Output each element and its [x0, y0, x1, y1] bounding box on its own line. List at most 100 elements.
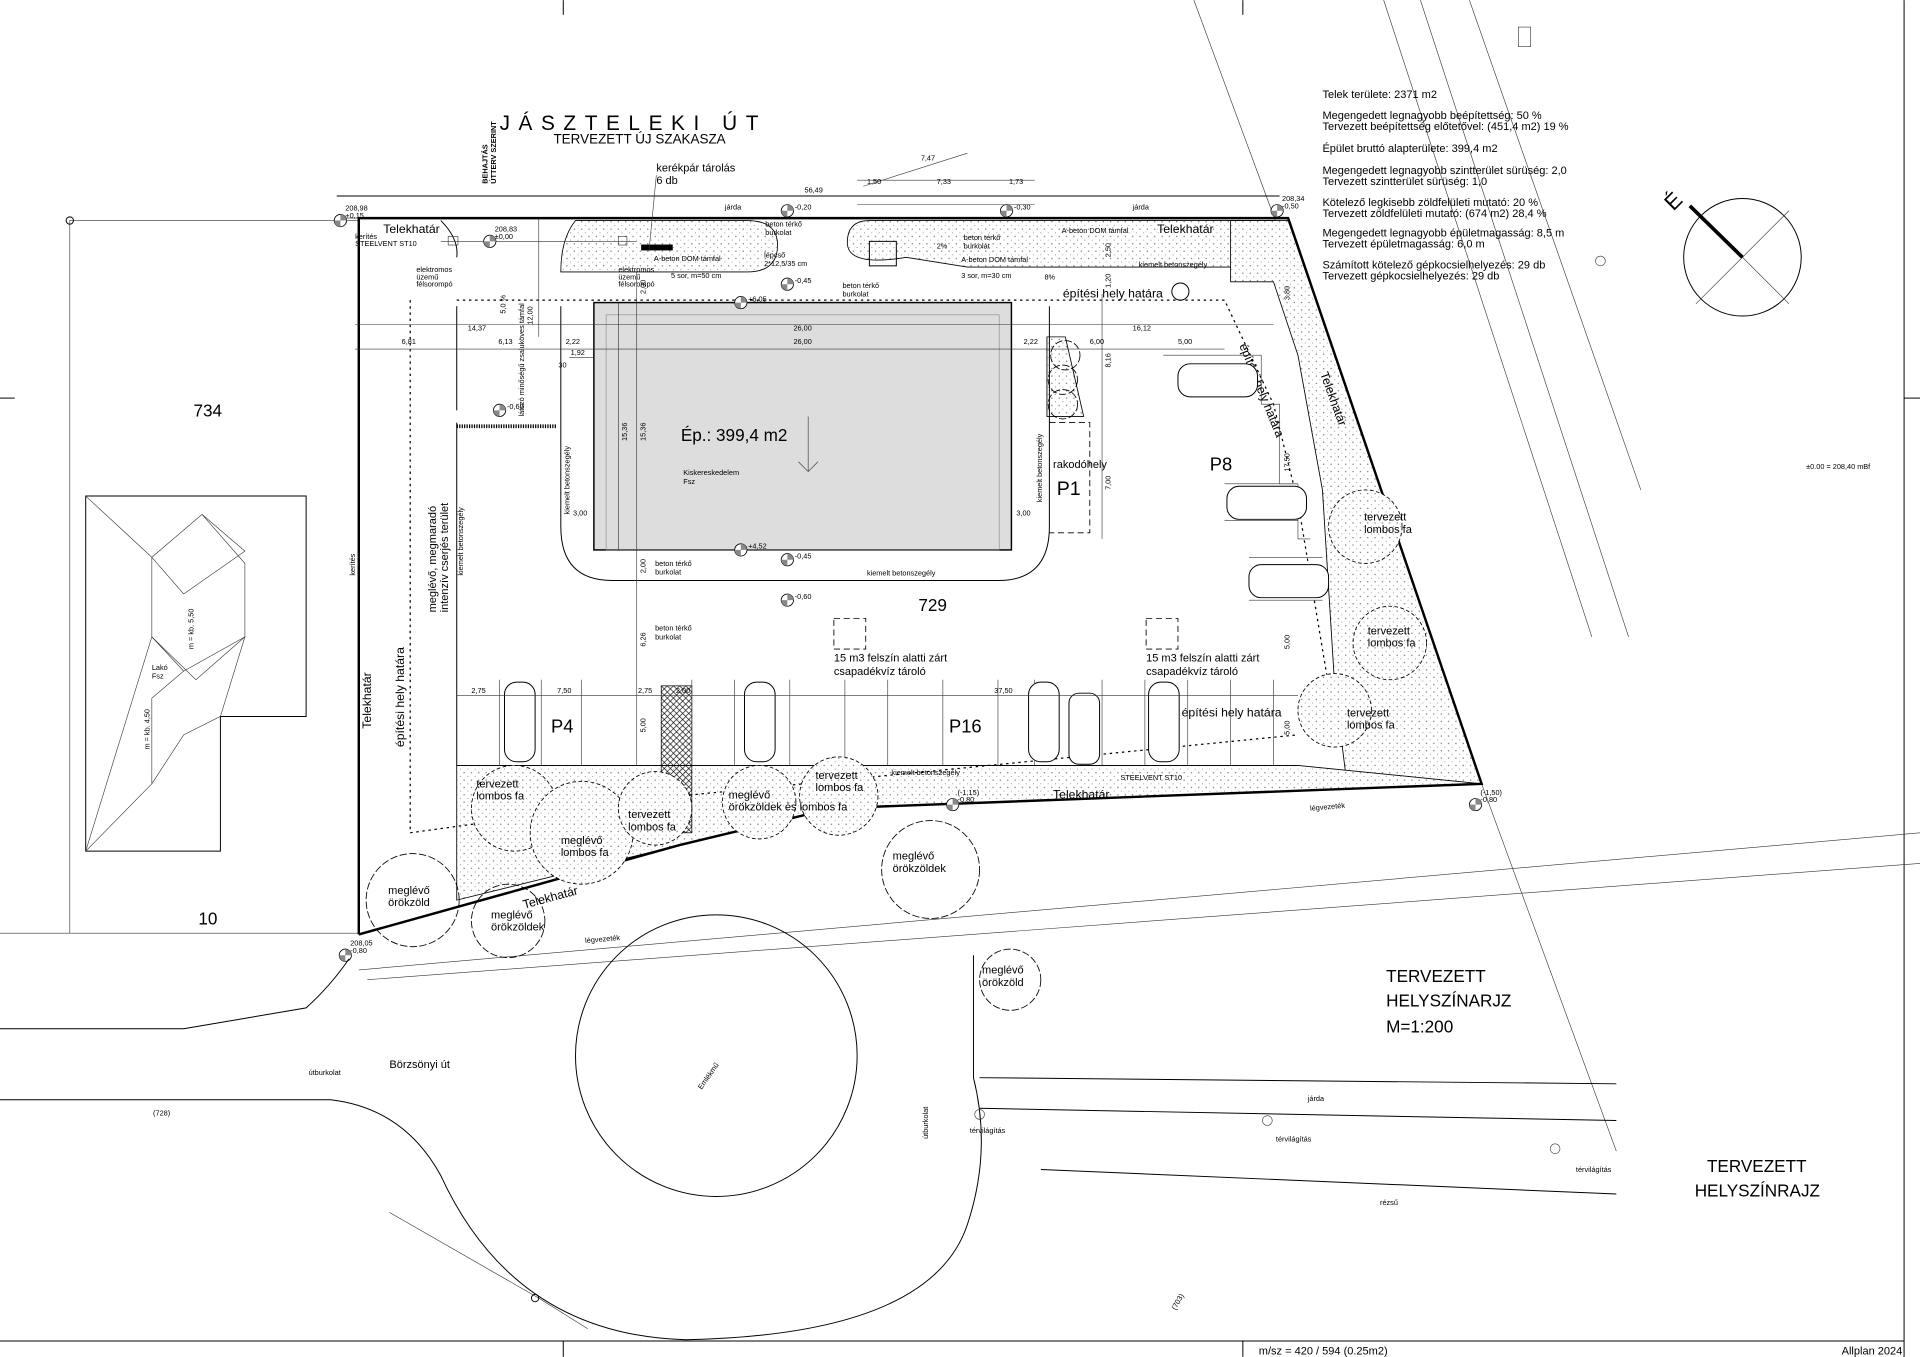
sidewalk-label: járda [1307, 1094, 1325, 1103]
dimension-value: 6,13 [498, 337, 512, 346]
tree-label: meglévő [893, 851, 935, 863]
stat-line: Számított kötelező gépkocsielhelyezés: 2… [1322, 259, 1545, 271]
raised-curb-label: kiemelt betonszegély [867, 569, 936, 578]
drawing-title-line: TERVEZETT [1386, 966, 1486, 986]
fence-type-label: STEELVENT ST10 [355, 239, 417, 248]
raised-curb-label: kiemelt betonszegély [456, 507, 465, 576]
road-surface-label: útburkolat [921, 1107, 930, 1139]
paving-label: burkolat [964, 242, 990, 251]
building-limit-label: építési hely határa [393, 647, 407, 747]
rainwater-tank-label: 15 m3 felszín alatti zárt [1146, 652, 1259, 664]
rainwater-tank [833, 618, 867, 650]
tree-label: örökzöldek [491, 922, 545, 934]
dimension-value: 16,12 [1133, 324, 1151, 333]
level-marker-fill [493, 404, 506, 417]
house-height-label: m = kb. 4,50 [142, 709, 151, 750]
dimension-value: 5,00 [638, 718, 647, 732]
dimension-value: 2,22 [566, 337, 580, 346]
barrier-label: üzemű [618, 272, 640, 281]
fence-label: kerítés [355, 232, 377, 241]
lot-number-southwest: 10 [198, 909, 217, 929]
dimension-value: 5,00 [1282, 721, 1291, 735]
car-icon [1028, 681, 1060, 763]
survey-point-icon [530, 1293, 540, 1303]
level-value: -0,20 [795, 203, 812, 212]
stat-line: Kötelező legkisebb zöldfelületi mutató: … [1322, 197, 1538, 209]
lot-number-main: 729 [918, 595, 947, 615]
sidewalk-label: járda [1132, 203, 1150, 212]
plot-boundary-label: Telekhatár [1053, 788, 1109, 802]
dimension-value: 1,50 [867, 177, 881, 186]
car-icon [1148, 681, 1180, 763]
tree-label: meglévő [388, 885, 430, 897]
retaining-wall-rows: 5 sor, m=50 cm [671, 271, 721, 280]
loading-bay: rakodóhely P1 [1049, 422, 1107, 534]
loading-bay-label: rakodóhely [1053, 459, 1107, 471]
tree-label: meglévő [561, 835, 603, 847]
tree-label: lombos fa [628, 821, 677, 833]
retaining-wall-label: A-beton DOM támfal [654, 254, 721, 263]
embankment-label: rézsű [1380, 1198, 1398, 1207]
car-icon [1248, 564, 1330, 599]
level-value: -0,45 [795, 276, 812, 285]
plot-boundary-label: Telekhatár [1157, 222, 1213, 236]
level-value: 208,34 [1282, 194, 1304, 203]
fence-type-label: STEELVENT ST10 [1120, 773, 1182, 782]
tree-label: örökzöldek és lombos fa [729, 802, 849, 814]
datum-note: ±0.00 = 208,40 mBf [1806, 462, 1871, 471]
tree-label: örökzöld [982, 977, 1024, 989]
tree-icon [881, 820, 981, 919]
barrier-label: félsorompó [416, 280, 452, 289]
dimension-value: 6,81 [402, 337, 416, 346]
tree-label: tervezett [1368, 625, 1410, 637]
road-surface-label: útburkolat [309, 1068, 341, 1077]
dimension-value: 2,00 [676, 686, 690, 695]
ramp-slope-label: 8% [1044, 272, 1055, 281]
dimension-value: 7,50 [557, 686, 571, 695]
level-value: +4,52 [748, 542, 767, 551]
lot-number-west: 734 [193, 400, 222, 420]
tree-label: tervezett [1364, 512, 1406, 524]
stat-line: Tervezett beépítettség előtetővel: (451,… [1322, 121, 1568, 133]
tree-label: lombos fa [1347, 720, 1396, 732]
tree-label: örökzöldek [893, 863, 947, 875]
level-value: +6,05 [748, 294, 767, 303]
raised-curb-label: kiemelt betonszegély [562, 446, 571, 515]
level-value: 208,05 [350, 938, 372, 947]
raised-curb-label: kiemelt betonszegély [1139, 260, 1208, 269]
dimension-value: 30 [558, 360, 566, 369]
drawing-scale: M=1:200 [1386, 1016, 1453, 1036]
dimension-value: 2,75 [471, 686, 485, 695]
ramp-slope-label: 2% [937, 242, 948, 251]
overhead-line-label: légvezeték [585, 933, 621, 945]
level-marker-fill [1271, 204, 1284, 217]
level-marker-fill [1000, 204, 1013, 217]
barrier-label: üzemű [416, 272, 438, 281]
paving-label: beton térkő [655, 559, 692, 568]
tree-icon [722, 765, 797, 840]
north-arrow-label: É [1659, 187, 1687, 215]
dimension-value: 1,73 [1009, 177, 1023, 186]
stairs-spec-label: 2*12,5/35 cm [764, 259, 807, 268]
paving-label: burkolat [842, 289, 868, 298]
stairs-label: lépcső [764, 250, 785, 259]
street-subtitle: TERVEZETT ÚJ SZAKASZA [553, 131, 725, 146]
tree-icon [1297, 673, 1372, 748]
dimension-value: 12,00 [526, 306, 535, 324]
stairs-icon [868, 240, 897, 267]
bike-count-label: 6 db [656, 175, 677, 187]
car-icon [504, 681, 536, 763]
drawing-title: TERVEZETT HELYSZÍNARJZ M=1:200 TERVEZETT… [1259, 966, 1902, 1357]
dimension-value: 14,37 [468, 324, 486, 333]
building-use-label: Kiskereskedelem [683, 468, 739, 477]
street-lighting-label: térvilágítás [1576, 1165, 1612, 1174]
tree-icon [1047, 364, 1078, 395]
dimension-value: 7,47 [921, 154, 935, 163]
paving-label: beton térkő [842, 281, 879, 290]
road-name-label: Börzsönyi út [389, 1059, 450, 1071]
dimension-value: 2,22 [1024, 337, 1038, 346]
tree-label: tervezett [816, 770, 858, 782]
tree-icon [617, 771, 693, 846]
